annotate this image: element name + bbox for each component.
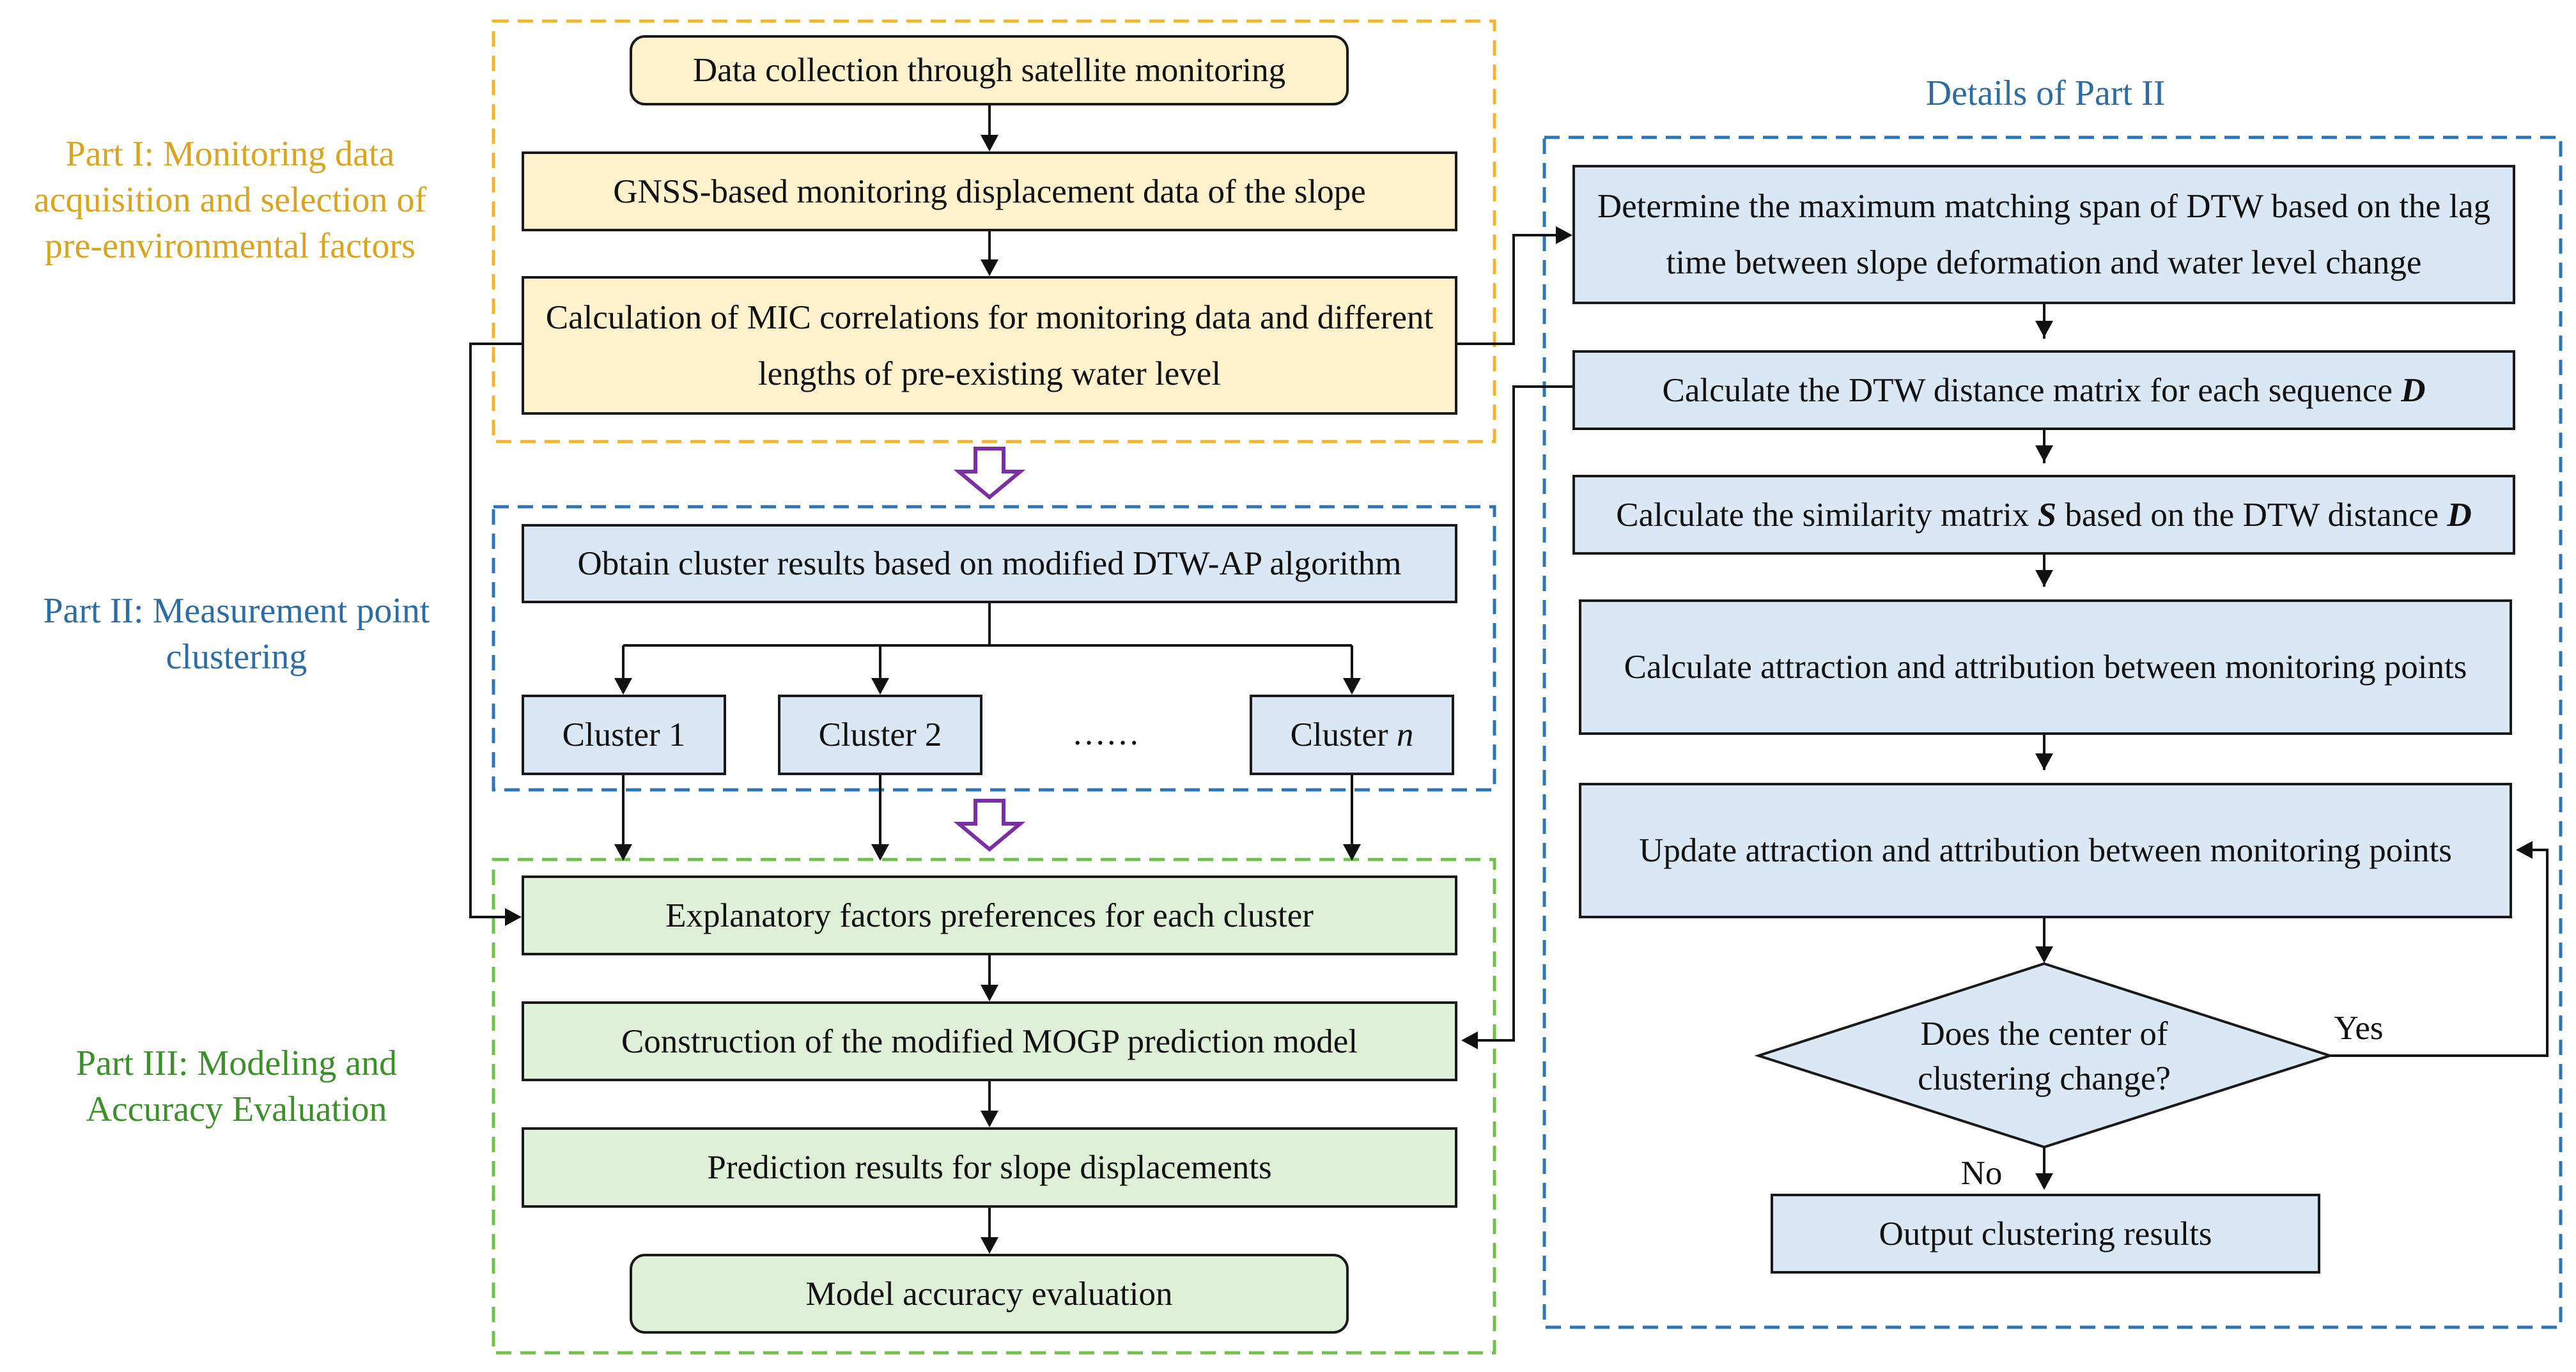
step-obtain-clusters: Obtain cluster results based on modified… — [522, 524, 1457, 603]
detail-dtw-span: Determine the maximum matching span of D… — [1572, 165, 2515, 304]
step-mic-correlations: Calculation of MIC correlations for moni… — [522, 276, 1457, 415]
details-label: Details of Part II — [1925, 73, 2166, 113]
step-prediction-results: Prediction results for slope displacemen… — [522, 1127, 1457, 1208]
detail-sim-text-a: Calculate the similarity matrix — [1616, 496, 2029, 534]
decision-yes-label: Yes — [2334, 1010, 2384, 1047]
connector-lines — [469, 105, 2549, 1240]
purple-arrow-1 — [953, 447, 1026, 500]
purple-arrow-2 — [953, 799, 1026, 852]
detail-similarity-matrix: Calculate the similarity matrix S based … — [1572, 475, 2515, 555]
part3-frame — [492, 858, 1496, 1355]
part1-frame — [492, 19, 1496, 443]
step-explanatory-factors: Explanatory factors preferences for each… — [522, 875, 1457, 955]
part2-frame — [492, 505, 1496, 792]
cluster-2-box: Cluster 2 — [778, 695, 982, 775]
part1-label: Part I: Monitoring data acquisition and … — [33, 134, 427, 266]
detail-update-attraction: Update attraction and attribution betwee… — [1579, 783, 2512, 918]
step-mogp-model: Construction of the modified MOGP predic… — [522, 1001, 1457, 1081]
arrowheads — [505, 135, 2533, 1254]
part3-label: Part III: Modeling and Accuracy Evaluati… — [75, 1044, 398, 1129]
detail-sim-var-d: D — [2447, 496, 2472, 534]
detail-dtw-distance-var: D — [2401, 371, 2426, 409]
decision-text: Does the center of clustering change? — [1918, 1015, 2171, 1097]
decision-diamond — [1754, 962, 2334, 1149]
detail-output-clustering: Output clustering results — [1771, 1194, 2320, 1274]
cluster-n-prefix: Cluster — [1290, 716, 1388, 753]
decision-no-label: No — [1960, 1155, 2003, 1192]
purple-arrows — [953, 447, 1026, 852]
cluster-ellipsis: …… — [1072, 715, 1140, 752]
detail-calc-attraction: Calculate attraction and attribution bet… — [1579, 599, 2512, 735]
detail-sim-text-b: based on the DTW distance — [2065, 496, 2439, 534]
detail-sim-var-s: S — [2037, 496, 2057, 534]
cluster-n-variable: n — [1396, 716, 1414, 753]
step-accuracy-evaluation: Model accuracy evaluation — [630, 1254, 1349, 1334]
detail-dtw-distance: Calculate the DTW distance matrix for ea… — [1572, 350, 2515, 430]
step-gnss-data: GNSS-based monitoring displacement data … — [522, 151, 1457, 231]
cluster-n-box: Cluster n — [1250, 695, 1454, 775]
part2-label: Part II: Measurement point clustering — [43, 591, 430, 677]
step-data-collection: Data collection through satellite monito… — [630, 35, 1349, 105]
detail-dtw-distance-text: Calculate the DTW distance matrix for ea… — [1662, 371, 2393, 409]
details-frame — [1542, 135, 2563, 1329]
cluster-1-box: Cluster 1 — [522, 695, 726, 775]
